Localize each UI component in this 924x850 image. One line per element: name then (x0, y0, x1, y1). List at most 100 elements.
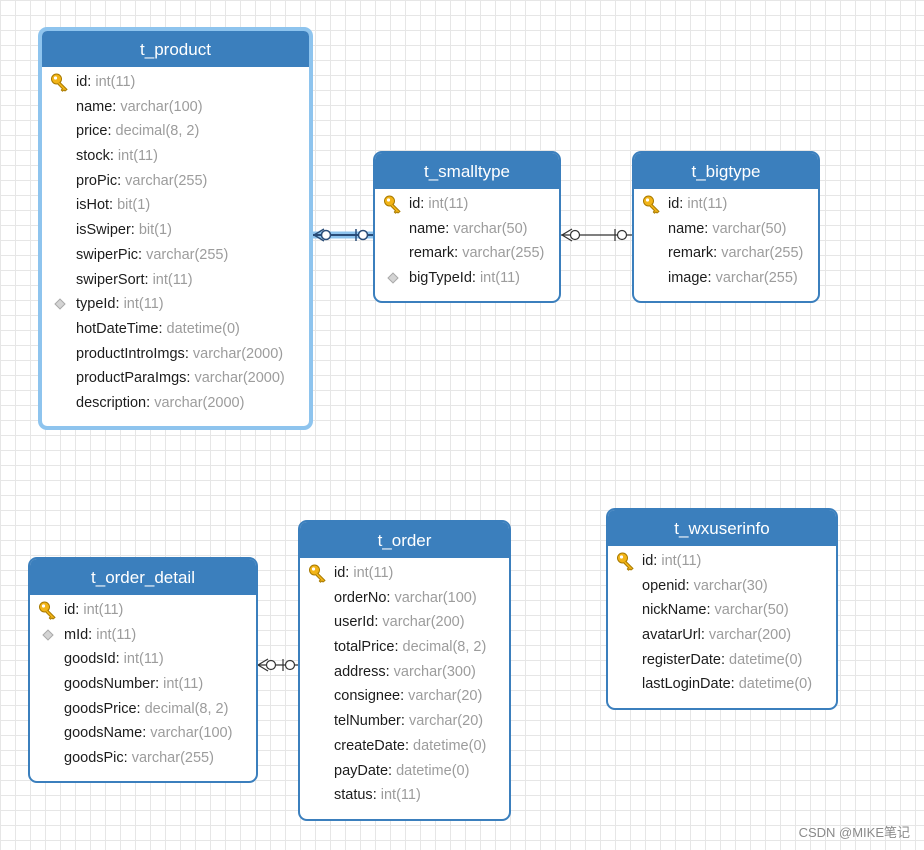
field-row[interactable]: id: int(11) (30, 598, 256, 623)
field-type: varchar(30) (693, 577, 768, 594)
entity-t-product[interactable]: t_product id: int(11) name: varchar(100) pr… (38, 27, 313, 430)
field-row[interactable]: goodsPic: varchar(255) (64, 750, 214, 767)
entity-title[interactable]: t_wxuserinfo (608, 510, 836, 546)
field-list: id: int(11)mId: int(11)goodsId: int(11)g… (30, 595, 256, 771)
field-type: int(11) (380, 787, 421, 804)
field-row[interactable]: telNumber: varchar(20) (334, 713, 484, 730)
field-row[interactable]: isHot: bit(1) (76, 197, 151, 214)
field-row[interactable]: isSwiper: bit(1) (76, 222, 172, 239)
field-row[interactable]: goodsId: int(11) (64, 651, 164, 668)
field-row[interactable]: hotDateTime: datetime(0) (76, 320, 240, 337)
field-row[interactable]: avatarUrl: varchar(200) (642, 627, 792, 644)
field-row[interactable]: typeId: int(11) (42, 292, 309, 317)
field-name: lastLoginDate (642, 676, 731, 693)
field-type: int(11) (428, 196, 469, 212)
field-row[interactable]: address: varchar(300) (334, 663, 476, 680)
field-row[interactable]: swiperSort: int(11) (76, 271, 193, 288)
field-row[interactable]: productParaImgs: varchar(2000) (76, 370, 285, 387)
field-name: mId (64, 626, 89, 643)
field-row[interactable]: image: varchar(255) (668, 270, 798, 287)
key-icon (309, 564, 326, 583)
relationship-orderdetail-order[interactable] (256, 658, 300, 672)
field-name: consignee (334, 688, 401, 705)
field-name: goodsPic (64, 750, 124, 767)
field-row[interactable]: status: int(11) (334, 787, 421, 804)
field-type: bit(1) (138, 222, 172, 239)
entity-t-smalltype[interactable]: t_smalltype id: int(11) name: varchar(50) r… (373, 151, 561, 303)
field-name: hotDateTime (76, 320, 159, 337)
field-type: int(11) (123, 296, 164, 313)
field-row[interactable]: totalPrice: decimal(8, 2) (334, 639, 487, 656)
field-row[interactable]: remark: varchar(255) (668, 245, 804, 262)
field-row[interactable]: remark: varchar(255) (409, 245, 545, 262)
field-row[interactable]: orderNo: varchar(100) (334, 589, 477, 606)
field-type: bit(1) (117, 197, 151, 214)
field-list: id: int(11) name: varchar(50) remark: varc… (375, 189, 559, 291)
field-type: int(11) (83, 602, 124, 618)
field-row[interactable]: nickName: varchar(50) (642, 602, 789, 619)
field-row[interactable]: goodsName: varchar(100) (64, 725, 233, 742)
field-row[interactable]: name: varchar(100) (76, 98, 203, 115)
field-type: int(11) (123, 651, 164, 668)
field-type: varchar(255) (721, 245, 804, 262)
field-type: varchar(100) (150, 725, 233, 742)
field-row[interactable]: goodsNumber: int(11) (64, 676, 204, 693)
diamond-icon (54, 298, 66, 310)
field-name: goodsNumber (64, 676, 156, 693)
field-row[interactable]: proPic: varchar(255) (76, 172, 208, 189)
field-row[interactable]: openid: varchar(30) (642, 577, 768, 594)
entity-title[interactable]: t_order_detail (30, 559, 256, 595)
field-name: goodsId (64, 651, 116, 668)
relationship-smalltype-bigtype[interactable] (560, 228, 633, 242)
field-name: userId (334, 614, 375, 631)
field-row[interactable]: payDate: datetime(0) (334, 762, 470, 779)
field-row[interactable]: productIntroImgs: varchar(2000) (76, 345, 284, 362)
relationship-product-smalltype[interactable] (310, 228, 375, 242)
field-type: decimal(8, 2) (144, 700, 229, 717)
watermark: CSDN @MIKE笔记 (798, 825, 910, 840)
field-row[interactable]: id: int(11) (608, 549, 836, 574)
field-name: productParaImgs (76, 370, 187, 387)
entity-title[interactable]: t_smalltype (375, 153, 559, 189)
field-type: varchar(2000) (192, 345, 284, 362)
field-row[interactable]: swiperPic: varchar(255) (76, 246, 229, 263)
field-type: varchar(255) (146, 246, 229, 263)
field-row[interactable]: userId: varchar(200) (334, 614, 465, 631)
field-type: datetime(0) (413, 737, 487, 754)
entity-title[interactable]: t_bigtype (634, 153, 818, 189)
field-row[interactable]: price: decimal(8, 2) (76, 123, 200, 140)
field-row[interactable]: id: int(11) (300, 561, 509, 586)
field-row[interactable]: name: varchar(50) (668, 220, 787, 237)
entity-t-wxuserinfo[interactable]: t_wxuserinfo id: int(11) openid: varchar(3… (606, 508, 838, 710)
field-row[interactable]: bigTypeId: int(11) (375, 266, 559, 291)
field-row[interactable]: goodsPrice: decimal(8, 2) (64, 700, 229, 717)
field-name: telNumber (334, 713, 401, 730)
field-row[interactable]: consignee: varchar(20) (334, 688, 483, 705)
field-row[interactable]: mId: int(11) (30, 623, 256, 648)
field-row[interactable]: lastLoginDate: datetime(0) (642, 676, 813, 693)
field-type: varchar(50) (453, 220, 528, 237)
field-name: openid (642, 577, 686, 594)
field-type: varchar(200) (708, 627, 792, 644)
entity-t-bigtype[interactable]: t_bigtype id: int(11) name: varchar(50) rem… (632, 151, 820, 303)
field-name: swiperSort (76, 271, 145, 288)
field-row[interactable]: createDate: datetime(0) (334, 737, 487, 754)
field-row[interactable]: registerDate: datetime(0) (642, 651, 803, 668)
field-row[interactable]: description: varchar(2000) (76, 394, 245, 411)
key-icon (643, 195, 660, 214)
field-list: id: int(11) orderNo: varchar(100) userId: … (300, 558, 509, 808)
diamond-icon (42, 629, 54, 641)
field-name: payDate (334, 762, 389, 779)
field-row[interactable]: id: int(11) (634, 192, 818, 217)
field-row[interactable]: id: int(11) (375, 192, 559, 217)
entity-title[interactable]: t_order (300, 522, 509, 558)
field-row[interactable]: id: int(11) (42, 70, 309, 95)
key-icon (617, 552, 634, 571)
field-row[interactable]: name: varchar(50) (409, 220, 528, 237)
entity-t-order-detail[interactable]: t_order_detail id: int(11)mId: int(11) goo… (28, 557, 258, 783)
field-row[interactable]: stock: int(11) (76, 148, 158, 165)
field-type: varchar(255) (125, 172, 208, 189)
entity-t-order[interactable]: t_order id: int(11) orderNo: varchar(100) u… (298, 520, 511, 821)
field-type: int(11) (117, 148, 158, 165)
entity-title[interactable]: t_product (42, 31, 309, 67)
